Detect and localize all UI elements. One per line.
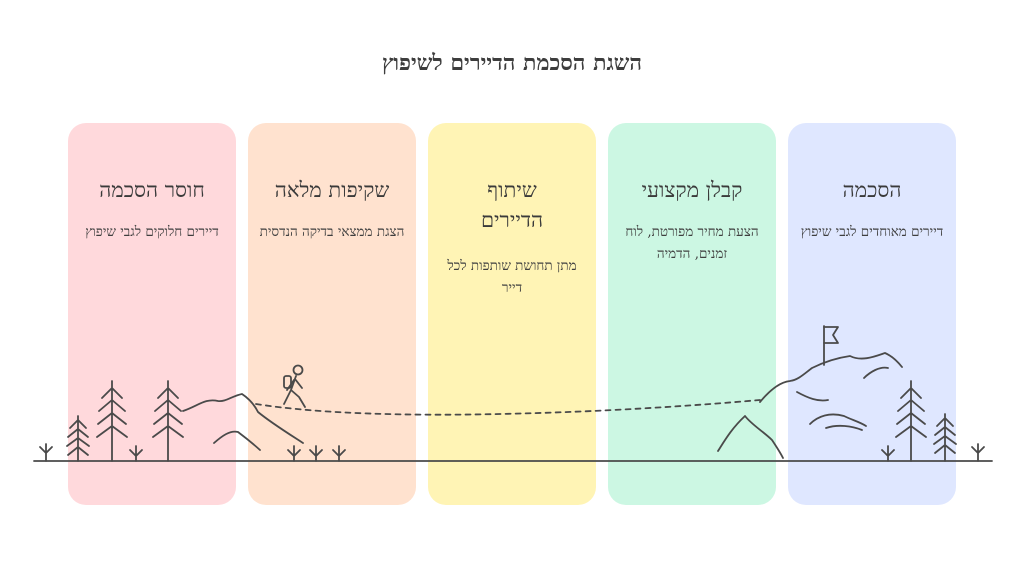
stage-title: שקיפות מלאה — [274, 178, 390, 202]
pine-tree-icon — [152, 380, 184, 462]
stage-title: הסכמה — [842, 178, 902, 202]
dashed-path — [255, 399, 761, 416]
hiker-icon — [283, 364, 306, 408]
pine-tree-icon — [129, 445, 143, 462]
stage-card-no-agreement: חוסר הסכמה דיירים חלוקים לגבי שיפוץ — [68, 123, 236, 505]
stage-card-professional-contractor: קבלן מקצועי הצעת מחיר מפורטת, לוח זמנים,… — [608, 123, 776, 505]
pine-tree-icon — [66, 415, 90, 462]
hill-icon — [182, 393, 304, 451]
stage-title: שיתוף הדיירים — [480, 178, 544, 232]
stage-card-tenant-involvement: שיתוף הדיירים מתן תחושת שותפות לכל דייר — [428, 123, 596, 505]
grass-icon — [39, 443, 985, 462]
stage-description: מתן תחושת שותפות לכל דייר — [447, 258, 577, 296]
stage-card-full-transparency: שקיפות מלאה הצגת ממצאי בדיקה הנדסית — [248, 123, 416, 505]
stage-title: קבלן מקצועי — [641, 178, 743, 202]
diagram-title: השגת הסכמת הדיירים לשיפוץ — [381, 50, 643, 76]
pine-tree-icon — [895, 380, 927, 462]
stage-description: דיירים מאוחדים לגבי שיפוץ — [800, 224, 944, 240]
stage-description: הצגת ממצאי בדיקה הנדסית — [259, 224, 405, 240]
pine-tree-icon — [96, 380, 128, 462]
mountain-icon — [717, 352, 903, 459]
stage-card-agreement: הסכמה דיירים מאוחדים לגבי שיפוץ — [788, 123, 956, 505]
backpack-icon — [283, 375, 292, 389]
stage-description: דיירים חלוקים לגבי שיפוץ — [85, 224, 219, 240]
flag-icon — [823, 325, 839, 366]
stage-description: הצעת מחיר מפורטת, לוח זמנים, הדמיה — [625, 224, 759, 262]
stage-title: חוסר הסכמה — [99, 178, 205, 202]
pine-tree-icon — [933, 413, 957, 462]
